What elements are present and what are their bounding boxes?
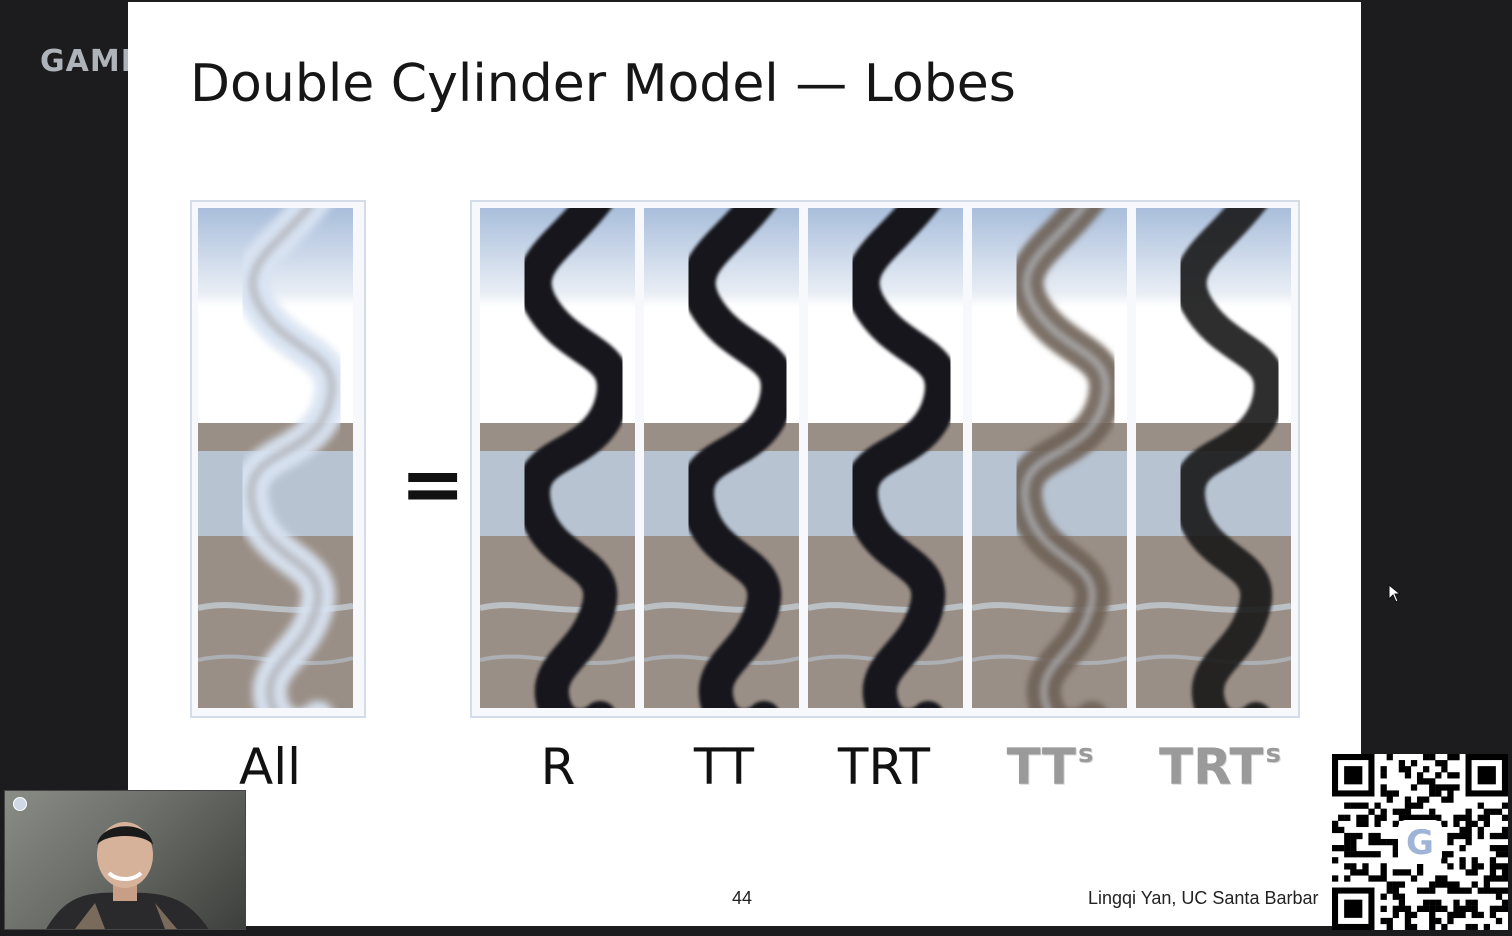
qr-code-icon: G xyxy=(1332,754,1509,931)
presentation-slide: Double Cylinder Model — Lobes = All R TT… xyxy=(128,2,1361,926)
label-tt: TT xyxy=(693,738,755,796)
page-number: 44 xyxy=(732,888,753,908)
label-all: All xyxy=(239,738,301,796)
slide-title: Double Cylinder Model — Lobes xyxy=(190,54,1016,114)
render-panel-tt xyxy=(644,208,799,708)
render-panel-trt xyxy=(808,208,963,708)
watermark-logo: GAME xyxy=(40,44,143,79)
render-panel-all xyxy=(198,208,353,708)
label-trts: TRTs xyxy=(1159,738,1281,796)
webcam-feed xyxy=(4,790,246,930)
label-tts: TTs xyxy=(1006,738,1094,796)
webcam-indicator xyxy=(13,797,27,811)
render-panel-trts xyxy=(1136,208,1291,708)
mouse-cursor-icon xyxy=(1388,584,1402,603)
svg-text:G: G xyxy=(1406,823,1434,863)
label-r: R xyxy=(540,738,576,796)
render-panel-r xyxy=(480,208,635,708)
equals-sign: = xyxy=(400,440,466,530)
render-panel-tts xyxy=(972,208,1127,708)
footer-credit: Lingqi Yan, UC Santa Barbar xyxy=(1088,888,1319,908)
label-trt: TRT xyxy=(837,738,931,796)
presenter-video xyxy=(46,822,209,929)
